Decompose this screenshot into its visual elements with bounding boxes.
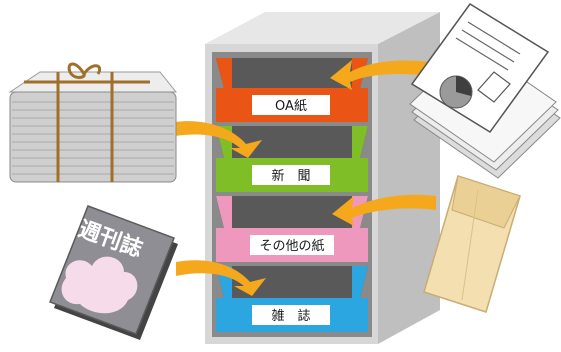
arrow-office-papers-to-bin — [330, 60, 430, 90]
office-papers-icon — [409, 2, 561, 179]
envelope-icon — [423, 175, 521, 313]
bin-label-box — [250, 235, 334, 255]
newspaper-bundle-icon — [8, 62, 178, 183]
bin-label-oa-paper: OA紙 — [275, 99, 307, 114]
bin-label-box — [252, 165, 330, 185]
bin-label-box — [252, 305, 330, 325]
bin-newspaper: 新 聞 — [216, 126, 368, 192]
arrow-magazine-to-bin — [176, 260, 266, 296]
bin-other-paper: その他の紙 — [216, 196, 368, 262]
magazine-icon: 週刊誌 — [49, 205, 178, 340]
arrow-envelope-to-bin — [332, 194, 436, 226]
bin-label-newspaper: 新 聞 — [271, 168, 310, 184]
bin-label-other-paper: その他の紙 — [259, 239, 324, 254]
bin-label-box — [252, 95, 330, 115]
arrow-newspaper-to-bin — [175, 121, 262, 158]
bin-label-magazine: 雑 誌 — [271, 308, 310, 324]
